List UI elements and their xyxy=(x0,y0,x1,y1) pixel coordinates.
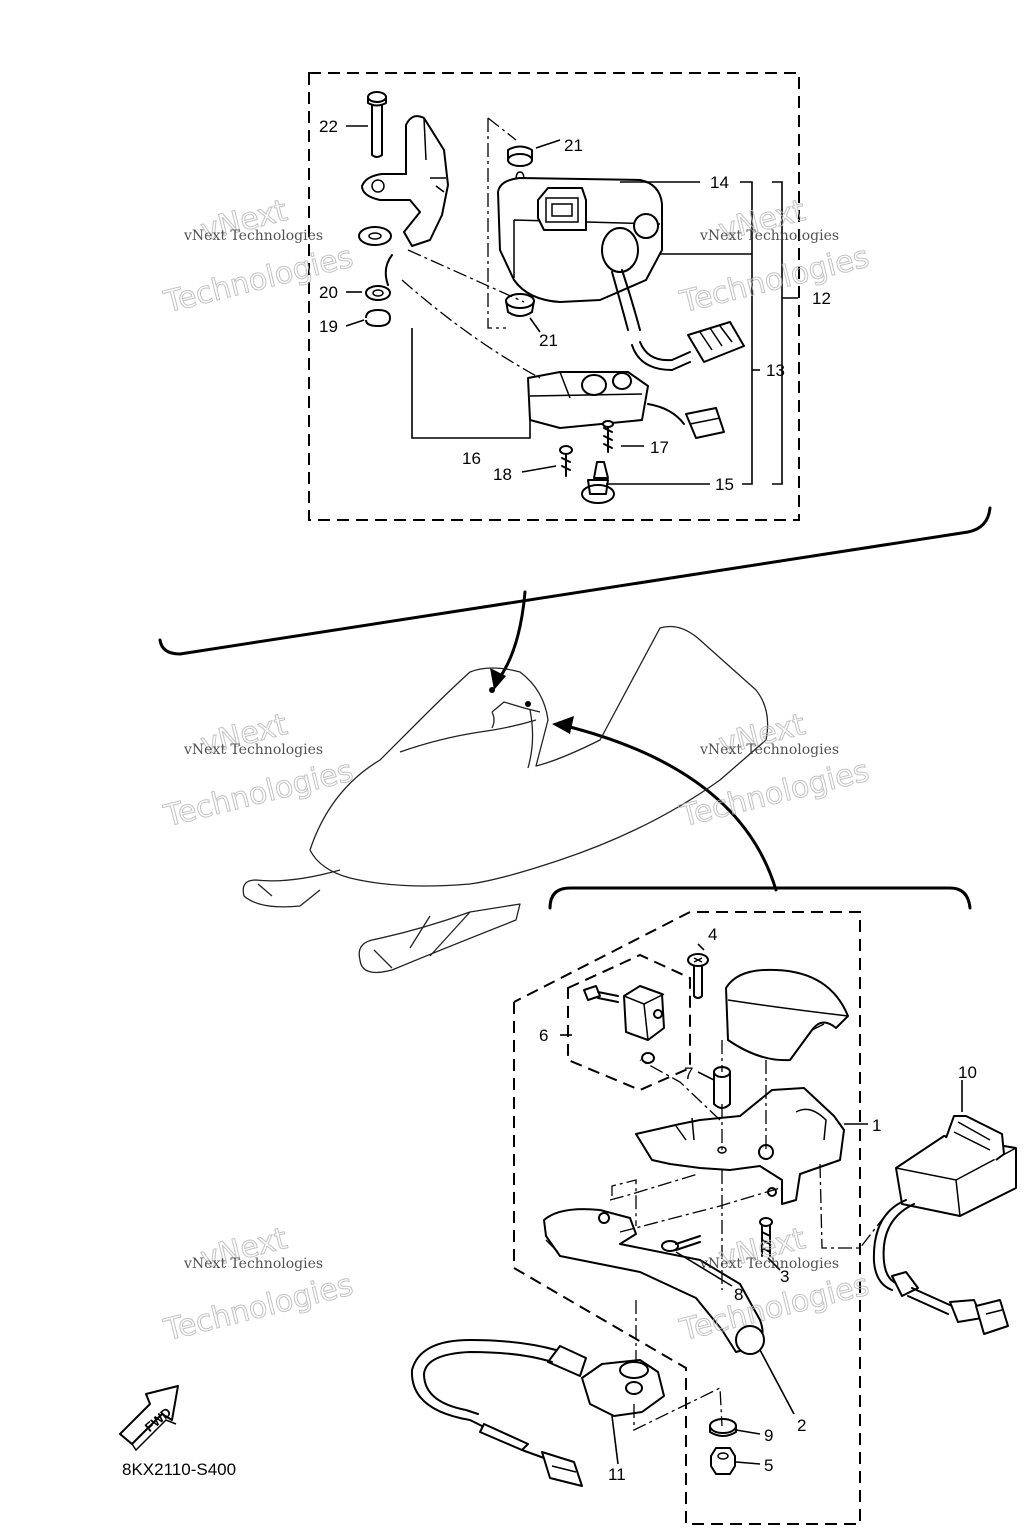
fwd-arrow-icon: FWD xyxy=(119,1385,179,1452)
throttle-housing-14 xyxy=(497,177,663,303)
bottom-brace xyxy=(548,886,972,910)
bolt-22 xyxy=(367,91,387,158)
callout-4: 4 xyxy=(708,925,717,944)
callout-11: 11 xyxy=(608,1465,626,1484)
svg-text:Technologies: Technologies xyxy=(160,754,356,835)
callout-6: 6 xyxy=(539,1026,548,1045)
screw-15 xyxy=(581,461,615,504)
callout-20: 20 xyxy=(319,283,338,302)
top-brace xyxy=(158,506,992,656)
callout-12: 12 xyxy=(812,289,831,308)
callout-16: 16 xyxy=(462,449,481,468)
watermark-mid-left: vNext vNext Technologies Technologies xyxy=(160,707,357,835)
arrowhead-bottom xyxy=(552,716,574,734)
svg-text:Technologies: Technologies xyxy=(160,240,356,321)
connector-10 xyxy=(872,1115,1017,1335)
svg-text:Technologies: Technologies xyxy=(676,754,872,835)
callout-13: 13 xyxy=(766,361,785,380)
throttle-housing-assembly: 22 21 14 20 19 12 21 13 17 16 18 15 xyxy=(308,72,831,521)
callout-2: 2 xyxy=(797,1416,806,1435)
callout-21-bottom: 21 xyxy=(539,331,558,350)
callout-9: 9 xyxy=(764,1426,773,1445)
kit-6-frame xyxy=(567,953,691,1092)
grommet-21-bottom xyxy=(505,293,535,317)
callout-10: 10 xyxy=(958,1063,977,1082)
brake-lever-2 xyxy=(543,1208,765,1355)
watermark-bottom-left: vNext vNext Technologies Technologies xyxy=(160,1221,357,1349)
snowmobile-outline xyxy=(242,625,769,974)
brake-switch-11 xyxy=(410,1339,665,1487)
svg-text:vNext Technologies: vNext Technologies xyxy=(183,228,323,244)
screw-3 xyxy=(759,1217,773,1257)
callout-19: 19 xyxy=(319,317,338,336)
callout-3: 3 xyxy=(780,1267,789,1286)
callout-7: 7 xyxy=(684,1064,693,1083)
top-assembly-frame xyxy=(308,72,800,521)
diagram-code: 8KX2110-S400 xyxy=(122,1460,236,1479)
svg-text:vNext Technologies: vNext Technologies xyxy=(699,228,839,244)
switch-assembly-16 xyxy=(527,371,725,439)
screw-4 xyxy=(687,953,709,999)
arrowhead-top xyxy=(490,668,506,690)
bracket xyxy=(361,115,449,247)
washer-9 xyxy=(709,1418,737,1437)
callout-1: 1 xyxy=(872,1116,881,1135)
lever-holder-1 xyxy=(635,1087,845,1205)
callout-14: 14 xyxy=(710,173,729,192)
screw-8 xyxy=(661,1235,701,1252)
screw-18 xyxy=(559,445,573,477)
pointer-arrow-bottom xyxy=(564,724,778,892)
nut-5 xyxy=(710,1447,736,1475)
screw-17 xyxy=(602,420,614,453)
wire-harness-13 xyxy=(611,269,745,371)
pointer-arrow-top xyxy=(496,590,527,682)
brake-lever-assembly: 4 6 7 10 1 8 3 2 9 5 11 xyxy=(410,911,1017,1525)
svg-text:Technologies: Technologies xyxy=(160,1268,356,1349)
callout-8: 8 xyxy=(734,1285,743,1304)
callout-15: 15 xyxy=(715,475,734,494)
callout-17: 17 xyxy=(650,438,669,457)
bottom-assembly-frame xyxy=(513,911,861,1525)
callout-18: 18 xyxy=(493,465,512,484)
svg-text:vNext Technologies: vNext Technologies xyxy=(183,1256,323,1272)
callout-22: 22 xyxy=(319,117,338,136)
lever-cover xyxy=(725,968,849,1062)
svg-text:vNext Technologies: vNext Technologies xyxy=(699,1256,839,1272)
watermark-top-right: vNext vNext Technologies Technologies xyxy=(676,193,873,321)
callout-21-top: 21 xyxy=(564,136,583,155)
lock-washer-19 xyxy=(365,309,391,327)
watermark-mid-right: vNext vNext Technologies Technologies xyxy=(676,707,873,835)
svg-text:vNext Technologies: vNext Technologies xyxy=(699,742,839,758)
collar-7 xyxy=(713,1066,731,1109)
callout-5: 5 xyxy=(764,1456,773,1475)
washer-20 xyxy=(365,285,391,301)
svg-text:Technologies: Technologies xyxy=(676,240,872,321)
svg-text:vNext Technologies: vNext Technologies xyxy=(183,742,323,758)
